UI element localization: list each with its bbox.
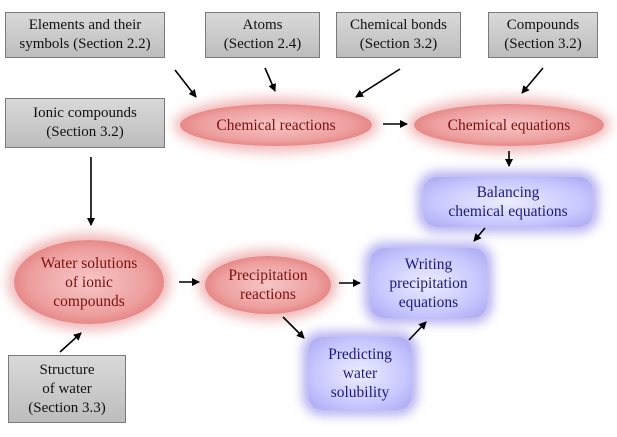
rbox-line: Writing — [404, 255, 453, 273]
rbox-line: precipitation — [389, 274, 468, 292]
box-line: (Section 3.3) — [28, 399, 106, 416]
chemical-reactions-oval: Chemical reactions — [180, 104, 372, 146]
arrow-balancing-to-writing — [473, 227, 486, 242]
rbox-line: solubility — [330, 384, 390, 401]
box-line: Elements and their — [28, 17, 142, 33]
predicting-water-solubility-box: Predicting water solubility — [308, 337, 412, 410]
rbox-line: Predicting — [328, 346, 392, 363]
box-line: Chemical bonds — [349, 17, 448, 33]
arrow-precipitation-to-predicting — [282, 316, 305, 339]
rbox-line: chemical equations — [448, 203, 568, 220]
box-line: Structure — [39, 361, 95, 378]
arrow-atoms-to-reactions — [264, 67, 276, 92]
box-line: Ionic compounds — [33, 105, 137, 121]
chemical-bonds-box: Chemical bonds (Section 3.2) — [336, 12, 461, 58]
rbox-line: Balancing — [476, 184, 540, 201]
oval-line: compounds — [53, 292, 125, 310]
elements-and-symbols-box: Elements and their symbols (Section 2.2) — [5, 12, 165, 58]
chemical-equations-oval: Chemical equations — [414, 104, 604, 146]
box-line: (Section 3.2) — [504, 36, 582, 52]
oval-line: Chemical reactions — [216, 116, 336, 134]
oval-line: Precipitation — [228, 267, 308, 284]
precipitation-reactions-oval: Precipitation reactions — [205, 256, 331, 314]
arrow-bonds-to-reactions — [355, 68, 401, 98]
oval-line: reactions — [240, 286, 296, 303]
rbox-line: equations — [398, 293, 459, 311]
rbox-line: water — [342, 365, 378, 382]
oval-line: Chemical equations — [447, 116, 571, 134]
compounds-box: Compounds (Section 3.2) — [488, 12, 598, 58]
box-line: (Section 2.4) — [223, 36, 302, 52]
arrow-structure-to-solutions — [59, 332, 82, 353]
writing-precipitation-equations-box: Writing precipitation equations — [370, 248, 487, 318]
box-line: (Section 3.2) — [46, 124, 124, 140]
box-line: (Section 3.2) — [359, 36, 438, 52]
box-line: Compounds — [506, 17, 580, 33]
water-solutions-oval: Water solutions of ionic compounds — [14, 240, 164, 324]
balancing-equations-box: Balancing chemical equations — [423, 177, 593, 227]
oval-line: Water solutions — [40, 254, 138, 272]
arrow-predicting-to-writing — [408, 321, 427, 341]
box-line: symbols (Section 2.2) — [19, 36, 151, 52]
atoms-box: Atoms (Section 2.4) — [205, 12, 320, 58]
oval-line: of ionic — [65, 273, 113, 291]
arrow-elements-to-reactions — [174, 69, 197, 98]
structure-of-water-box: Structure of water (Section 3.3) — [8, 355, 126, 423]
arrow-compounds-to-equations — [521, 67, 544, 94]
ionic-compounds-box: Ionic compounds (Section 3.2) — [5, 98, 165, 148]
box-line: Atoms — [242, 17, 283, 33]
box-line: of water — [42, 380, 92, 397]
